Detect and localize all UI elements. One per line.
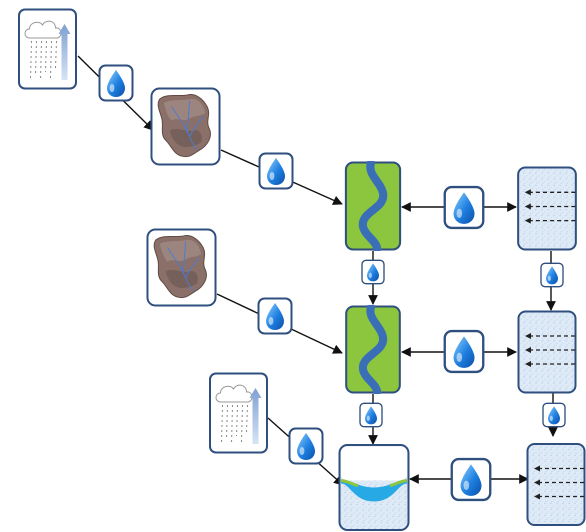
water-drop-icon [443, 185, 485, 230]
water-drop-icon [540, 262, 564, 288]
water-drop-icon [288, 427, 324, 465]
river-1-node [346, 163, 400, 250]
rain-2-node [208, 372, 269, 454]
water-drop-icon [443, 329, 485, 374]
water-drop-icon [98, 64, 134, 102]
water-drop-icon [359, 402, 383, 428]
groundwater-3-node [526, 442, 586, 527]
catchment-1-node [150, 87, 221, 166]
groundwater-2-node [517, 310, 577, 394]
lake-1-node [338, 443, 410, 532]
water-drop-icon [258, 152, 294, 190]
water-drop-icon [542, 402, 566, 428]
catchment-2-node [146, 228, 217, 307]
groundwater-1-node [517, 166, 577, 251]
water-drop-icon [450, 457, 492, 502]
water-drop-icon [257, 297, 293, 335]
water-drop-icon [361, 259, 385, 285]
rain-1-node [17, 8, 78, 90]
river-2-node [346, 307, 400, 393]
